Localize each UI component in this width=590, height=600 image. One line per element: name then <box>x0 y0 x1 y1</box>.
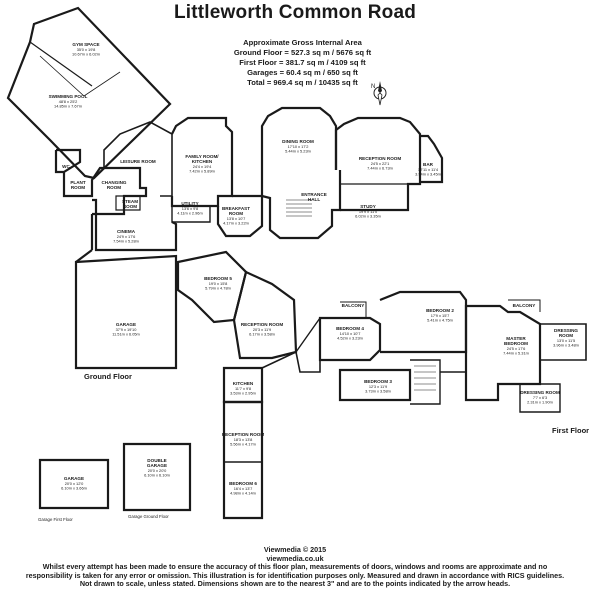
wall-reception3-bedroom6 <box>222 400 264 520</box>
area-heading: Approximate Gross Internal Area <box>243 38 362 47</box>
room-balcony1: BALCONY <box>342 303 365 308</box>
svg-text:N: N <box>371 84 375 90</box>
footer-line-1: Whilst every attempt has been made to en… <box>42 562 548 572</box>
wall-balcony2 <box>508 299 541 312</box>
wall-garage-line <box>75 249 93 263</box>
wall-utility <box>171 206 211 223</box>
room-leisure: LEISURE ROOM <box>120 159 156 164</box>
footer-site: viewmedia.co.uk <box>266 553 324 563</box>
plan-title: Littleworth Common Road <box>173 2 417 23</box>
footer-line-3: Not drawn to scale, unless stated. Dimen… <box>79 579 511 589</box>
wall-reception <box>334 116 422 212</box>
wall-bedroom4 <box>318 316 382 362</box>
wall-gym-divider <box>29 41 93 87</box>
label-garage-first-floor: Garage First Floor <box>38 517 73 522</box>
wall-bedroom2 <box>379 290 468 354</box>
wall-cinema <box>90 212 178 252</box>
wall-balcony1 <box>340 301 367 318</box>
wall-bedroom3 <box>338 368 412 402</box>
stairs-landing <box>414 365 436 391</box>
wall-master <box>464 304 542 402</box>
footer-line-2: responsibility is taken for any error or… <box>25 570 565 580</box>
label-ground-floor: Ground Floor <box>84 372 132 381</box>
footer-disclaimer: Viewmedia © 2015 viewmedia.co.uk Whilst … <box>0 545 590 589</box>
wall-corridor <box>261 350 321 373</box>
wall-garage-main <box>74 254 178 370</box>
area-summary: Approximate Gross Internal Area Ground F… <box>215 38 390 88</box>
wall-link <box>295 317 466 373</box>
label-first-floor: First Floor <box>552 426 589 435</box>
wall-dressing1 <box>540 323 587 361</box>
wall-garage-small <box>38 458 110 510</box>
stairs-entrance <box>286 199 312 217</box>
area-total: Total = 969.4 sq m / 10435 sq ft <box>247 78 358 87</box>
north-arrow-icon: N <box>371 81 387 106</box>
wall-family-room <box>170 116 234 208</box>
wall-stair-landing <box>410 359 441 405</box>
wall-pool-inner <box>39 55 121 97</box>
area-garages: Garages = 60.4 sq m / 650 sq ft <box>247 68 358 77</box>
footer-brand: Viewmedia © 2015 <box>263 545 327 554</box>
wall-bedroom5 <box>176 250 248 324</box>
wall-wc-cluster <box>54 148 148 216</box>
area-first-floor: First Floor = 381.7 sq m / 4109 sq ft <box>239 58 366 67</box>
room-balcony2: BALCONY <box>513 303 536 308</box>
wall-reception2 <box>232 270 298 360</box>
room-wc: WC <box>62 164 70 169</box>
wall-steam <box>115 195 141 211</box>
wall-dining <box>260 106 338 196</box>
wall-dressing2 <box>519 383 561 413</box>
wall-double-garage <box>122 442 192 512</box>
wall-pool-building <box>6 6 172 180</box>
label-garage-ground-floor: Garage Ground Floor <box>128 514 169 519</box>
wall-bar <box>420 134 444 184</box>
wall-entrance-hall <box>261 170 342 240</box>
area-ground-floor: Ground Floor = 527.3 sq m / 5676 sq ft <box>233 48 372 57</box>
